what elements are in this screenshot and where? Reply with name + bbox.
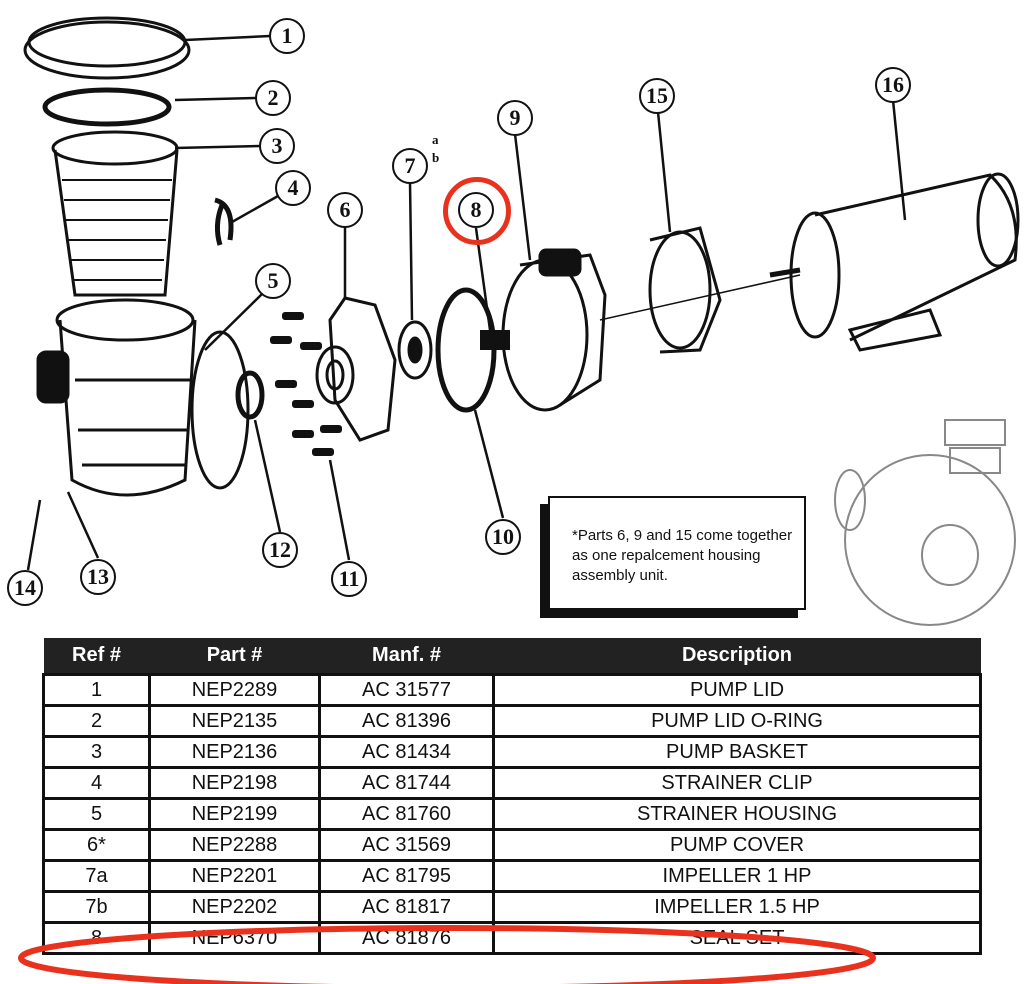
housing-9 (501, 248, 607, 412)
callout-16: 16 (875, 67, 911, 103)
strainer-clip (214, 197, 234, 246)
o-ring-12 (235, 370, 265, 420)
cell-part: NEP2199 (148, 797, 321, 831)
cell-ref: 5 (42, 797, 151, 831)
cell-part: NEP2202 (148, 890, 321, 924)
header-description: Description (493, 638, 981, 675)
callout-10: 10 (485, 519, 521, 555)
cell-part: NEP6370 (148, 921, 321, 955)
cell-part: NEP2289 (148, 673, 321, 707)
cell-ref: 2 (42, 704, 151, 738)
cell-manf: AC 31577 (318, 673, 495, 707)
callout-8-highlight (443, 177, 511, 245)
callout-7-sub-b: b (432, 150, 440, 165)
cell-ref: 1 (42, 673, 151, 707)
cell-part: NEP2135 (148, 704, 321, 738)
header-part: Part # (149, 638, 320, 675)
cell-description: PUMP BASKET (492, 735, 982, 769)
callout-7: 7 (392, 148, 428, 184)
cell-part: NEP2198 (148, 766, 321, 800)
cell-manf: AC 81876 (318, 921, 495, 955)
cell-ref: 3 (42, 735, 151, 769)
bracket-15 (648, 226, 722, 354)
pump-basket (51, 130, 179, 297)
callout-5: 5 (255, 263, 291, 299)
cell-description: PUMP LID O-RING (492, 704, 982, 738)
cell-part: NEP2288 (148, 828, 321, 862)
bolts-11 (270, 312, 342, 456)
cell-ref: 7b (42, 890, 151, 924)
callout-6: 6 (327, 192, 363, 228)
cell-manf: AC 81744 (318, 766, 495, 800)
cell-part: NEP2136 (148, 735, 321, 769)
callout-14: 14 (7, 570, 43, 606)
note-text: *Parts 6, 9 and 15 come together as one … (572, 527, 793, 584)
cell-manf: AC 81396 (318, 704, 495, 738)
cell-description: STRAINER HOUSING (492, 797, 982, 831)
cell-description: STRAINER CLIP (492, 766, 982, 800)
assembled-pump-thumbnail (834, 419, 1016, 626)
callout-9: 9 (497, 100, 533, 136)
cell-manf: AC 81817 (318, 890, 495, 924)
cell-ref: 8 (42, 921, 151, 955)
cell-description: IMPELLER 1.5 HP (492, 890, 982, 924)
table-header: Ref # Part # Manf. # Description (43, 638, 981, 675)
strainer-housing (36, 298, 250, 497)
callout-2: 2 (255, 80, 291, 116)
callout-4: 4 (275, 170, 311, 206)
cell-description: IMPELLER 1 HP (492, 859, 982, 893)
cell-part: NEP2201 (148, 859, 321, 893)
pump-exploded-diagram (23, 16, 1020, 626)
callout-7-sub-a: a (432, 132, 439, 147)
header-ref: Ref # (43, 638, 150, 675)
cell-manf: AC 81795 (318, 859, 495, 893)
cell-ref: 6* (42, 828, 151, 862)
shaft (599, 274, 801, 321)
impeller-7 (397, 320, 433, 380)
callout-13: 13 (80, 559, 116, 595)
header-manf: Manf. # (319, 638, 494, 675)
cell-manf: AC 81760 (318, 797, 495, 831)
callout-15: 15 (639, 78, 675, 114)
cell-description: PUMP LID (492, 673, 982, 707)
callout-3: 3 (259, 128, 295, 164)
seal-8 (480, 330, 510, 350)
cell-manf: AC 81434 (318, 735, 495, 769)
leader-lines (26, 34, 907, 571)
callout-12: 12 (262, 532, 298, 568)
cell-ref: 4 (42, 766, 151, 800)
cell-ref: 7a (42, 859, 151, 893)
cell-description: PUMP COVER (492, 828, 982, 862)
pump-cover-6 (315, 296, 397, 442)
callout-1: 1 (269, 18, 305, 54)
housing-assembly-note: *Parts 6, 9 and 15 come together as one … (548, 496, 806, 610)
cell-manf: AC 31569 (318, 828, 495, 862)
pump-lid (23, 16, 191, 80)
callout-11: 11 (331, 561, 367, 597)
motor-16 (769, 172, 1020, 352)
lid-o-ring (42, 87, 172, 127)
cell-description: SEAL SET (492, 921, 982, 955)
